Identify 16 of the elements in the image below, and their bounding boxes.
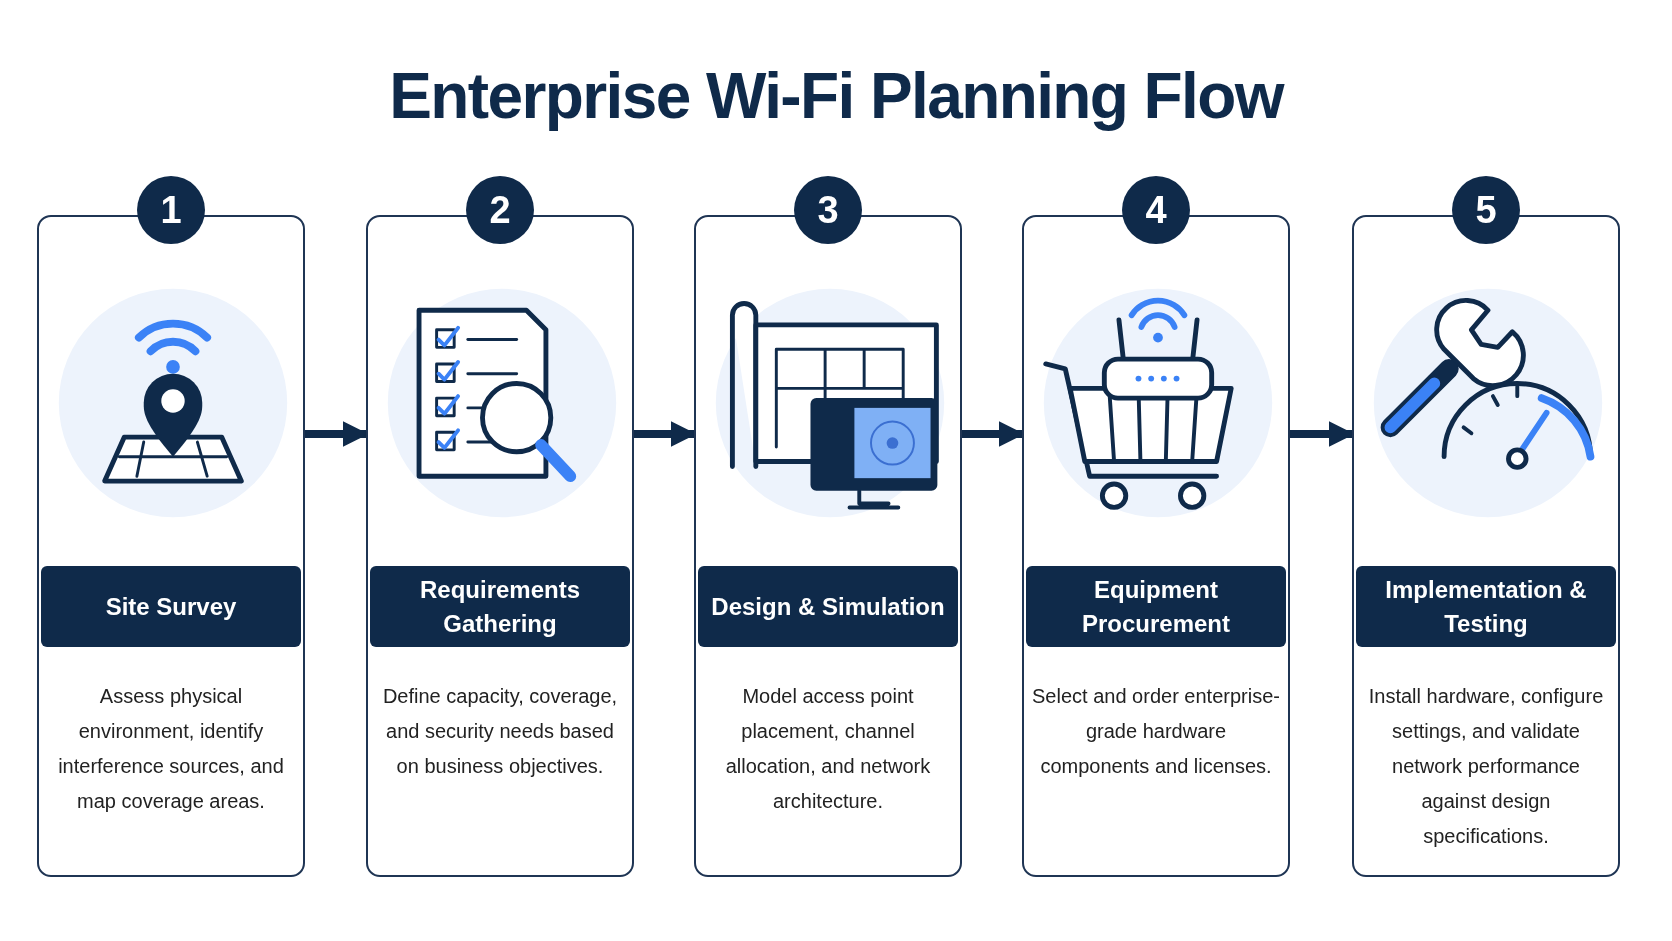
step-description: Install hardware, configure settings, and validate network performance against design specifications. (1367, 684, 1605, 849)
step-description: Assess physical environment, identify interference sources, and map coverage areas. (57, 684, 285, 814)
step-number-badge: 3 (794, 176, 862, 244)
step-title: Site Survey (105, 591, 237, 622)
step-description: Model access point placement, channel allocation, and network architecture. (724, 684, 932, 814)
step-title: Equipment Procurement (1080, 574, 1231, 639)
step-description: Define capacity, coverage, and security needs based on business objectives. (381, 684, 619, 779)
step-title: Requirements Gathering (418, 574, 581, 639)
step-description: Select and order enterprise-grade hardware components and licenses. (1032, 684, 1280, 779)
step-number-badge: 4 (1122, 176, 1190, 244)
step-title: Design & Simulation (711, 591, 945, 622)
step-title: Implementation & Testing (1384, 574, 1588, 639)
title: Enterprise Wi-Fi Planning Flow (388, 59, 1285, 134)
step-number-badge: 1 (137, 176, 205, 244)
step-number-badge: 2 (466, 176, 534, 244)
step-number-badge: 5 (1452, 176, 1520, 244)
